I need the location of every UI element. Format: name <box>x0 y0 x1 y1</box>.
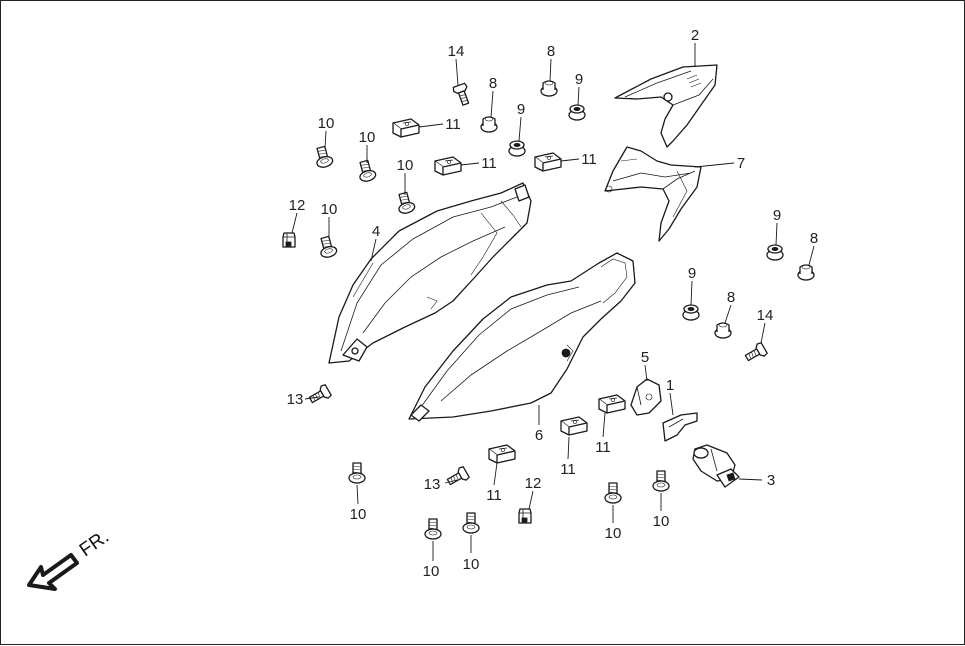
hardware-11-d <box>598 394 626 414</box>
part-left-side-cover <box>328 182 532 364</box>
callout-13: 13 <box>287 391 304 408</box>
callout-10: 10 <box>605 525 622 542</box>
part-right-side-cover <box>408 252 636 422</box>
front-arrow-icon <box>27 553 79 591</box>
callout-10: 10 <box>653 513 670 530</box>
callout-9: 9 <box>575 71 583 88</box>
callout-9: 9 <box>517 101 525 118</box>
hardware-8-d <box>714 322 732 339</box>
callout-10: 10 <box>359 129 376 146</box>
hardware-14-b <box>742 341 769 365</box>
part-key-cylinder <box>692 444 740 488</box>
callout-14: 14 <box>757 307 774 324</box>
leader-lines <box>291 43 815 561</box>
hardware-11-e <box>560 416 588 436</box>
callout-11: 11 <box>595 439 611 456</box>
callout-6: 6 <box>535 427 543 444</box>
hardware-14-a <box>451 82 474 108</box>
callout-4: 4 <box>372 223 380 240</box>
callout-1: 1 <box>666 377 674 394</box>
hardware-10-g <box>462 512 480 534</box>
hardware-10-i <box>652 470 670 492</box>
front-label: FR. <box>76 526 113 561</box>
callout-2: 2 <box>691 27 699 44</box>
callout-9: 9 <box>773 207 781 224</box>
hardware-9-c <box>766 244 784 261</box>
callout-labels: 14 8 8 9 9 2 7 10 10 10 10 12 11 11 11 4… <box>287 27 819 580</box>
hardware-13-b <box>444 465 471 489</box>
callout-9: 9 <box>688 265 696 282</box>
callout-7: 7 <box>737 155 745 172</box>
callout-11: 11 <box>445 116 461 133</box>
callout-5: 5 <box>641 349 649 366</box>
callout-8: 8 <box>489 75 497 92</box>
hardware-12-b <box>518 508 532 524</box>
hardware-10-d <box>316 234 339 260</box>
callout-11: 11 <box>481 155 497 172</box>
callout-10: 10 <box>397 157 414 174</box>
callout-12: 12 <box>289 197 306 214</box>
hardware-8-a <box>540 80 558 97</box>
hardware-11-c <box>534 152 562 172</box>
hardware-11-a <box>392 118 420 138</box>
callout-8: 8 <box>727 289 735 306</box>
hardware-10-f <box>424 518 442 540</box>
hardware-9-a <box>568 104 586 121</box>
hardware-10-e <box>348 462 366 484</box>
callout-11: 11 <box>581 151 597 168</box>
callout-14: 14 <box>448 43 465 60</box>
hardware-9-b <box>508 140 526 157</box>
callout-11: 11 <box>560 461 576 478</box>
hardware-8-c <box>797 264 815 281</box>
hardware-11-b <box>434 156 462 176</box>
callout-13: 13 <box>424 476 441 493</box>
part-rear-bracket <box>604 146 702 242</box>
callout-10: 10 <box>463 556 480 573</box>
hardware-12-a <box>282 232 296 248</box>
hardware-10-h <box>604 482 622 504</box>
part-rear-upper-cover <box>614 64 718 148</box>
part-plate <box>662 412 698 442</box>
callout-11: 11 <box>486 487 502 504</box>
hardware-11-f <box>488 444 516 464</box>
hardware-10-c <box>394 190 417 216</box>
callout-10: 10 <box>318 115 335 132</box>
part-bracket <box>630 378 662 416</box>
hardware-9-d <box>682 304 700 321</box>
callout-8: 8 <box>810 230 818 247</box>
callout-12: 12 <box>525 475 542 492</box>
hardware-8-b <box>480 116 498 133</box>
front-direction-indicator: FR. <box>27 526 113 591</box>
hardware-10-b <box>355 158 378 184</box>
hardware-13-a <box>306 383 333 407</box>
hardware-10-a <box>312 144 335 170</box>
callout-10: 10 <box>423 563 440 580</box>
callout-3: 3 <box>767 472 775 489</box>
callout-8: 8 <box>547 43 555 60</box>
callout-10: 10 <box>350 506 367 523</box>
callout-10: 10 <box>321 201 338 218</box>
